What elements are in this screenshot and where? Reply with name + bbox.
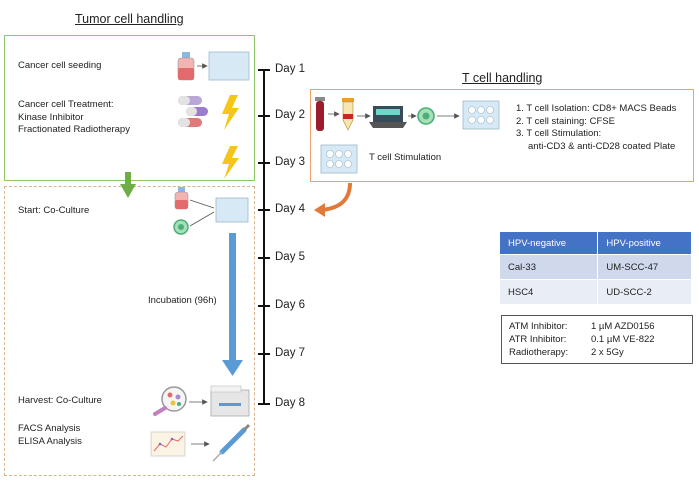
- tcell-heading: T cell handling: [462, 71, 543, 85]
- flask-icon: [177, 52, 195, 81]
- incubation-arrow: [222, 233, 243, 376]
- flow-cytometer-icon: [210, 385, 250, 417]
- step-item: anti-CD3 & anti-CD28 coated Plate: [528, 140, 676, 152]
- treatment-label: Cancer cell Treatment: Kinase Inhibitor …: [18, 99, 130, 135]
- treatment-row: Radiotherapy:2 x 5Gy: [509, 347, 624, 358]
- day-label: Day 7: [275, 347, 306, 359]
- stimulation-label: T cell Stimulation: [369, 152, 442, 163]
- table-row: HSC4 UD-SCC-2: [500, 279, 691, 304]
- hpv-table: HPV-negative HPV-positive Cal-33 UM-SCC-…: [500, 232, 691, 304]
- tcell-box: T cell Stimulation 1. T cell Isolation: …: [310, 89, 694, 182]
- orange-arrow: [314, 182, 352, 217]
- table-cell: UD-SCC-2: [597, 279, 691, 304]
- day-label: Day 5: [275, 251, 306, 263]
- treatment-box: ATM Inhibitor:1 µM AZD0156 ATR Inhibitor…: [501, 315, 693, 364]
- treatment-row: ATR Inhibitor:0.1 µM VE-822: [509, 334, 655, 345]
- step-item: 3. T cell Stimulation:: [516, 128, 602, 139]
- tcell-graphics: [315, 97, 500, 174]
- tumor-heading: Tumor cell handling: [75, 12, 184, 26]
- table-header: HPV-positive: [597, 232, 691, 255]
- flask-icon: [174, 187, 189, 210]
- timeline: [258, 69, 270, 405]
- tcell-steps: 1. T cell Isolation: CD8+ MACS Beads 2. …: [516, 103, 676, 153]
- well-plate-icon: [462, 100, 500, 130]
- magnifier-icon: [153, 386, 187, 416]
- incubation-label: Incubation (96h): [148, 295, 217, 306]
- well-plate-icon: [208, 51, 250, 81]
- blood-tube-icon: [315, 97, 325, 131]
- coculture-label: Start: Co-Culture: [18, 205, 90, 216]
- table-cell: UM-SCC-47: [597, 254, 691, 280]
- table-header: HPV-negative: [500, 232, 599, 255]
- macs-separator-icon: [369, 106, 407, 128]
- day-label: Day 4: [275, 203, 306, 215]
- table-cell: HSC4: [500, 279, 599, 304]
- day-label: Day 2: [275, 109, 306, 121]
- day-label: Day 6: [275, 299, 306, 311]
- t-cell-icon: [173, 219, 189, 235]
- day-label: Day 1: [275, 63, 306, 75]
- pipette-icon: [212, 423, 251, 462]
- table-cell: Cal-33: [500, 254, 599, 280]
- step-item: 1. T cell Isolation: CD8+ MACS Beads: [516, 103, 677, 114]
- step-item: 2. T cell staining: CFSE: [516, 115, 615, 127]
- well-plate-icon: [320, 144, 358, 174]
- analysis-label: FACS Analysis ELISA Analysis: [18, 423, 82, 447]
- capsule-icon: [178, 96, 208, 127]
- day-label: Day 3: [275, 156, 306, 168]
- lightning-icon: [222, 95, 239, 130]
- green-arrow: [120, 172, 136, 198]
- seeding-label: Cancer cell seeding: [18, 60, 102, 71]
- t-cell-icon: [417, 107, 435, 125]
- table-row: Cal-33 UM-SCC-47: [500, 254, 691, 280]
- treatment-row: ATM Inhibitor:1 µM AZD0156: [509, 321, 655, 332]
- day-label: Day 8: [275, 397, 306, 409]
- centrifuge-tube-icon: [342, 98, 354, 131]
- plot-icon: [150, 431, 186, 457]
- well-plate-icon: [215, 197, 249, 223]
- lightning-icon: [222, 146, 239, 179]
- harvest-label: Harvest: Co-Culture: [18, 395, 102, 406]
